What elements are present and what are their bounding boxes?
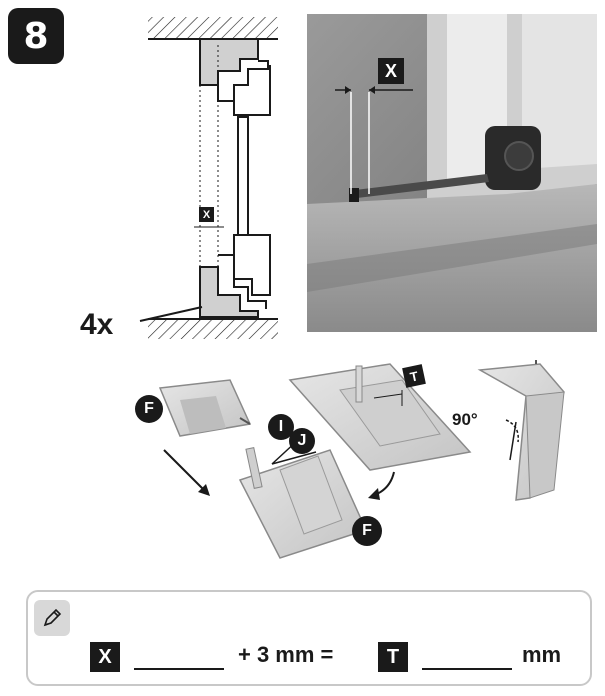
formula-t-box: T xyxy=(378,642,408,672)
photo-dimension-x-label: X xyxy=(378,58,404,84)
label-j: J xyxy=(289,428,315,454)
quantity-label: 4x xyxy=(80,308,114,341)
angle-label: 90° xyxy=(452,410,478,429)
gauge-assembly-illustration xyxy=(158,360,565,559)
tape-measure-photo xyxy=(307,14,597,332)
step-number-badge: 8 xyxy=(8,8,64,64)
x-value-blank[interactable] xyxy=(134,668,224,670)
formula-x-box: X xyxy=(90,642,120,672)
label-f-right: F xyxy=(352,516,382,546)
formula-panel xyxy=(26,590,592,686)
step-number: 8 xyxy=(23,15,49,57)
section-dimension-x-label: X xyxy=(199,207,214,222)
label-t: T xyxy=(402,364,426,388)
photo-dimension-arrows xyxy=(335,86,413,94)
formula-plus-text: + 3 mm = xyxy=(238,642,334,667)
formula-unit-text: mm xyxy=(522,642,562,667)
pencil-icon xyxy=(34,600,70,636)
t-value-blank[interactable] xyxy=(422,668,512,670)
window-section-drawing xyxy=(139,17,278,339)
label-f-left: F xyxy=(135,395,163,423)
